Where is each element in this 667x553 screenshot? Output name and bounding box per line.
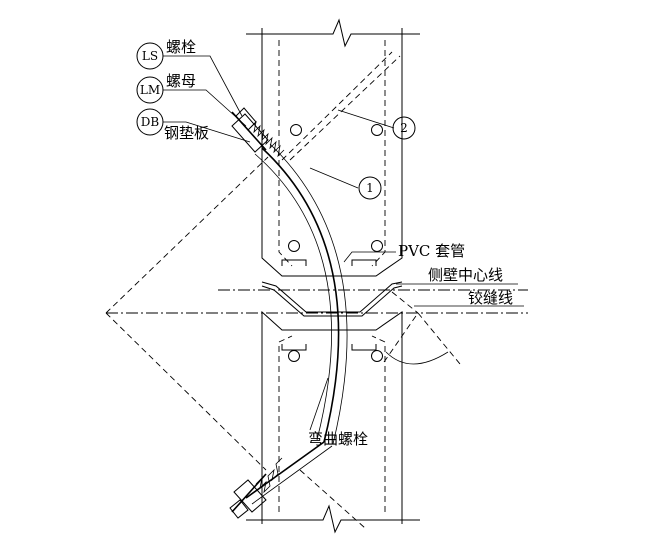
lower-segment xyxy=(246,310,420,534)
leader-lm xyxy=(163,89,247,127)
leader-lines xyxy=(163,55,524,431)
tag-ls: LS xyxy=(142,49,158,63)
top-break-line xyxy=(246,18,420,48)
construction-lines xyxy=(105,51,528,529)
marker-2: 2 xyxy=(392,116,416,140)
leader-curved-bolt xyxy=(309,377,329,431)
joint-profile xyxy=(261,281,403,317)
upper-bolt-head xyxy=(231,107,285,158)
tag-lm: LM xyxy=(140,83,160,97)
callout-db: DB 钢垫板 xyxy=(136,108,209,142)
lower-bolt-head xyxy=(229,457,283,519)
tag-db: DB xyxy=(141,115,160,129)
label-wall-center-line: 侧壁中心线 xyxy=(428,266,503,284)
label-pvc-sleeve: PVC 套管 xyxy=(398,242,465,260)
bottom-break-line xyxy=(246,504,420,534)
upper-segment xyxy=(246,18,420,277)
label-nut: 螺母 xyxy=(166,72,196,90)
marker-2-text: 2 xyxy=(400,121,408,135)
callout-ls: LS 螺栓 xyxy=(136,38,196,70)
callout-lm: LM 螺母 xyxy=(136,72,196,104)
label-steel-plate: 钢垫板 xyxy=(164,124,209,142)
bolt-holes xyxy=(288,124,383,362)
leader-db xyxy=(163,121,251,143)
marker-1-text: 1 xyxy=(366,181,374,195)
leader-marker-1 xyxy=(309,167,359,189)
curved-bolt xyxy=(245,143,348,505)
leader-ls xyxy=(163,55,243,117)
sockets xyxy=(281,259,377,351)
label-curved-bolt: 弯曲螺栓 xyxy=(308,430,368,448)
label-hinge-line: 铰缝线 xyxy=(468,289,513,307)
angle-arc xyxy=(385,351,449,365)
marker-1: 1 xyxy=(358,176,382,200)
label-bolt: 螺栓 xyxy=(166,38,196,56)
leader-marker-2 xyxy=(337,109,395,129)
leader-pvc xyxy=(343,251,396,263)
